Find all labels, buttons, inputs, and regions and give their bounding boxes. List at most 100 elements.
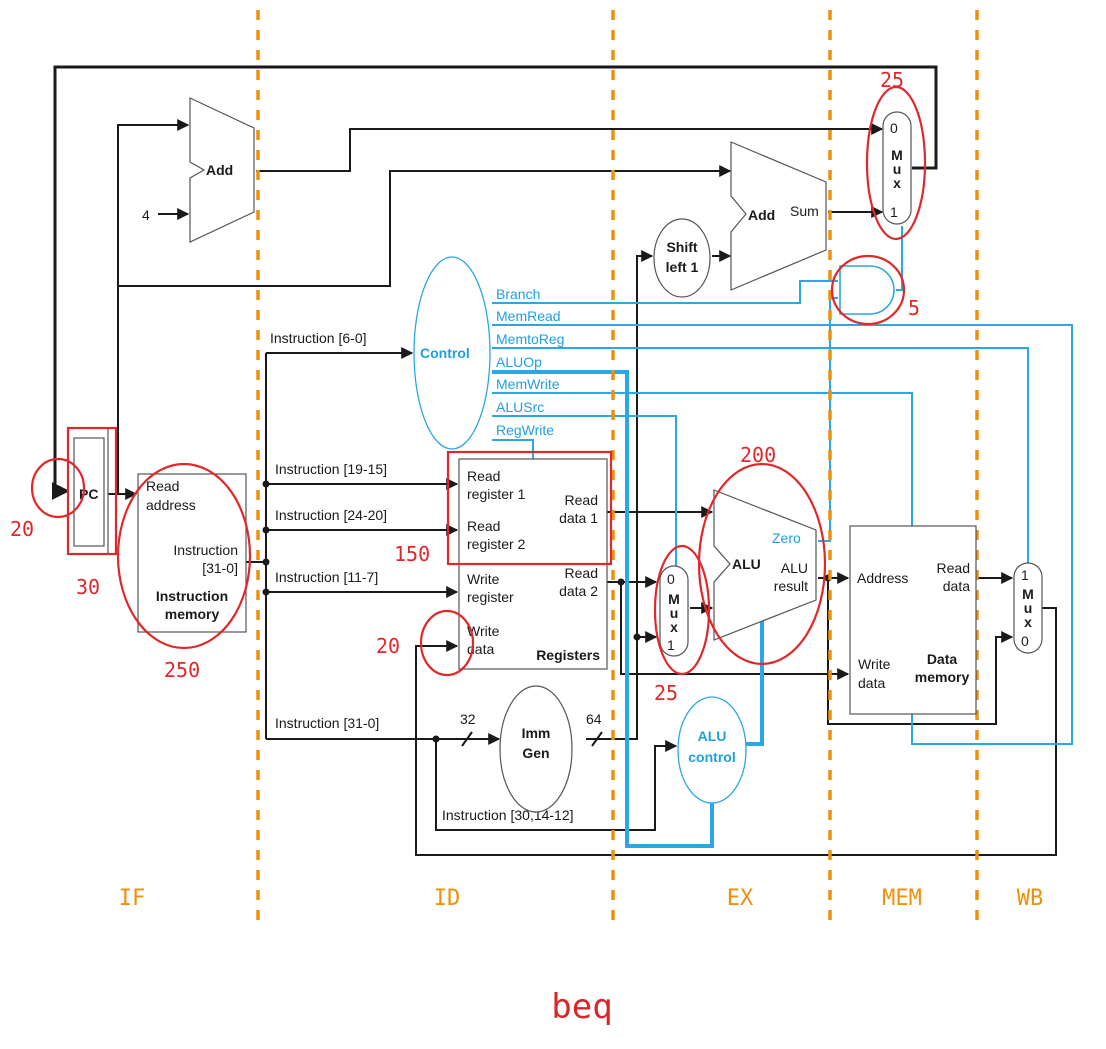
datapath-wires	[51, 65, 1057, 856]
instruction-memory-name: Instruction	[156, 588, 228, 604]
pc-mux-u: u	[893, 161, 902, 177]
field-30-14-12: Instruction [30,14-12]	[442, 807, 574, 823]
wb-mux-in0: 0	[1021, 633, 1029, 649]
imm-in-bits: 32	[460, 711, 476, 727]
wb-mux-in1: 1	[1021, 567, 1029, 583]
field-19-15: Instruction [19-15]	[275, 461, 387, 477]
read-register-1-label-2: register 1	[467, 486, 526, 502]
read-register-1-label: Read	[467, 468, 500, 484]
signal-branch: Branch	[496, 286, 540, 302]
alu-src-mux: 0 M u x 1	[659, 565, 689, 657]
write-register-label-2: register	[467, 589, 514, 605]
latency-annotations: 20 30 250 150 20 200 25 25 5	[10, 68, 927, 705]
alu-control: ALU control	[677, 696, 747, 804]
branch-and-gate	[839, 265, 895, 315]
pc-mux-x: x	[893, 175, 901, 191]
pc-register: PC	[67, 427, 109, 555]
signal-memtoreg: MemtoReg	[496, 331, 564, 347]
stage-mem: MEM	[882, 886, 922, 911]
control-label: Control	[420, 345, 470, 361]
read-data-2-label: Read	[565, 565, 598, 581]
read-register-2-label: Read	[467, 518, 500, 534]
data-memory-name: Data	[927, 651, 958, 667]
alu-label: ALU	[732, 556, 761, 572]
dm-read-data-label-2: data	[943, 578, 970, 594]
signal-memwrite: MemWrite	[496, 376, 560, 392]
signal-memread: MemRead	[496, 308, 561, 324]
shift-label: Shift	[666, 239, 697, 255]
imm-gen-label: Imm	[522, 725, 551, 741]
write-register-label: Write	[467, 571, 500, 587]
read-address-label: Read	[146, 478, 179, 494]
pc-adder-label: Add	[206, 162, 233, 178]
alu-mux-u: u	[670, 605, 679, 621]
alu-result-label-2: result	[774, 578, 808, 594]
signal-alusrc: ALUSrc	[496, 399, 544, 415]
wb-mux-u: u	[1024, 600, 1033, 616]
imm-out-bits: 64	[586, 711, 602, 727]
writeback-mux: 1 M u x 0	[1013, 562, 1043, 654]
instruction-out-label: Instruction	[173, 542, 238, 558]
field-11-7: Instruction [11-7]	[275, 569, 378, 585]
signal-regwrite: RegWrite	[496, 422, 554, 438]
alu-mux-m: M	[668, 591, 680, 607]
branch-sum-label: Sum	[790, 203, 819, 219]
data-memory-name-2: memory	[915, 669, 970, 685]
annotation-mux-pc: 25	[880, 68, 904, 92]
stage-ex: EX	[727, 886, 754, 911]
annotation-mux-alu: 25	[654, 681, 678, 705]
write-data-label: Write	[467, 623, 500, 639]
diagram-title: beq	[551, 987, 612, 1027]
stage-if: IF	[119, 886, 146, 911]
alu-control-label-2: control	[688, 749, 735, 765]
stage-wb: WB	[1017, 886, 1044, 911]
annotation-and-gate: 5	[908, 296, 920, 320]
pc-mux-m: M	[891, 147, 903, 163]
dm-write-data-label-2: data	[858, 675, 885, 691]
annotation-alu: 200	[740, 443, 776, 467]
wb-mux-m: M	[1022, 586, 1034, 602]
imm-gen-label-2: Gen	[522, 745, 549, 761]
read-data-1-label-2: data 1	[559, 510, 598, 526]
read-data-2-label-2: data 2	[559, 583, 598, 599]
alu-mux-in0: 0	[667, 571, 675, 587]
shift-label-2: left 1	[666, 259, 699, 275]
instruction-memory: Read address Instruction [31-0] Instruct…	[137, 473, 247, 633]
alu-result-label: ALU	[781, 560, 808, 576]
alu: ALU Zero ALU result	[713, 489, 817, 641]
field-24-20: Instruction [24-20]	[275, 507, 387, 523]
annotation-pc-read: 30	[76, 575, 100, 599]
alu-zero-label: Zero	[772, 530, 801, 546]
stage-id: ID	[434, 886, 461, 911]
registers-name: Registers	[536, 647, 600, 663]
dm-read-data-label: Read	[937, 560, 970, 576]
read-address-label-2: address	[146, 497, 196, 513]
branch-adder: Add Sum	[730, 141, 827, 291]
alu-mux-in1: 1	[667, 637, 675, 653]
field-6-0: Instruction [6-0]	[270, 330, 367, 346]
annotation-reg-write: 20	[376, 634, 400, 658]
annotation-instr-mem: 250	[164, 658, 200, 682]
dm-address-label: Address	[857, 570, 908, 586]
constant-four: 4	[142, 207, 150, 223]
field-31-0: Instruction [31-0]	[275, 715, 379, 731]
data-memory: Address Read data Write data Data memory	[849, 525, 977, 715]
dm-write-data-label: Write	[858, 656, 891, 672]
control-signal-labels: Branch MemRead MemtoReg ALUOp MemWrite A…	[496, 286, 564, 438]
instruction-out-bits: [31-0]	[202, 560, 238, 576]
instruction-memory-name-2: memory	[165, 606, 220, 622]
branch-adder-label: Add	[748, 207, 775, 223]
pc-adder: Add 4	[142, 97, 255, 243]
signal-aluop: ALUOp	[496, 354, 542, 370]
shift-left-1: Shift left 1	[653, 218, 711, 298]
pc-mux: 0 M u x 1	[882, 111, 912, 225]
imm-gen: Imm Gen 32 64	[460, 685, 602, 813]
instruction-field-labels: Instruction [6-0] Instruction [19-15] In…	[270, 330, 574, 823]
wb-mux-x: x	[1024, 614, 1032, 630]
alu-control-label: ALU	[698, 728, 727, 744]
control-unit: Control	[413, 256, 491, 450]
pc-mux-in1: 1	[890, 204, 898, 220]
stage-labels: IF ID EX MEM WB	[119, 886, 1044, 911]
